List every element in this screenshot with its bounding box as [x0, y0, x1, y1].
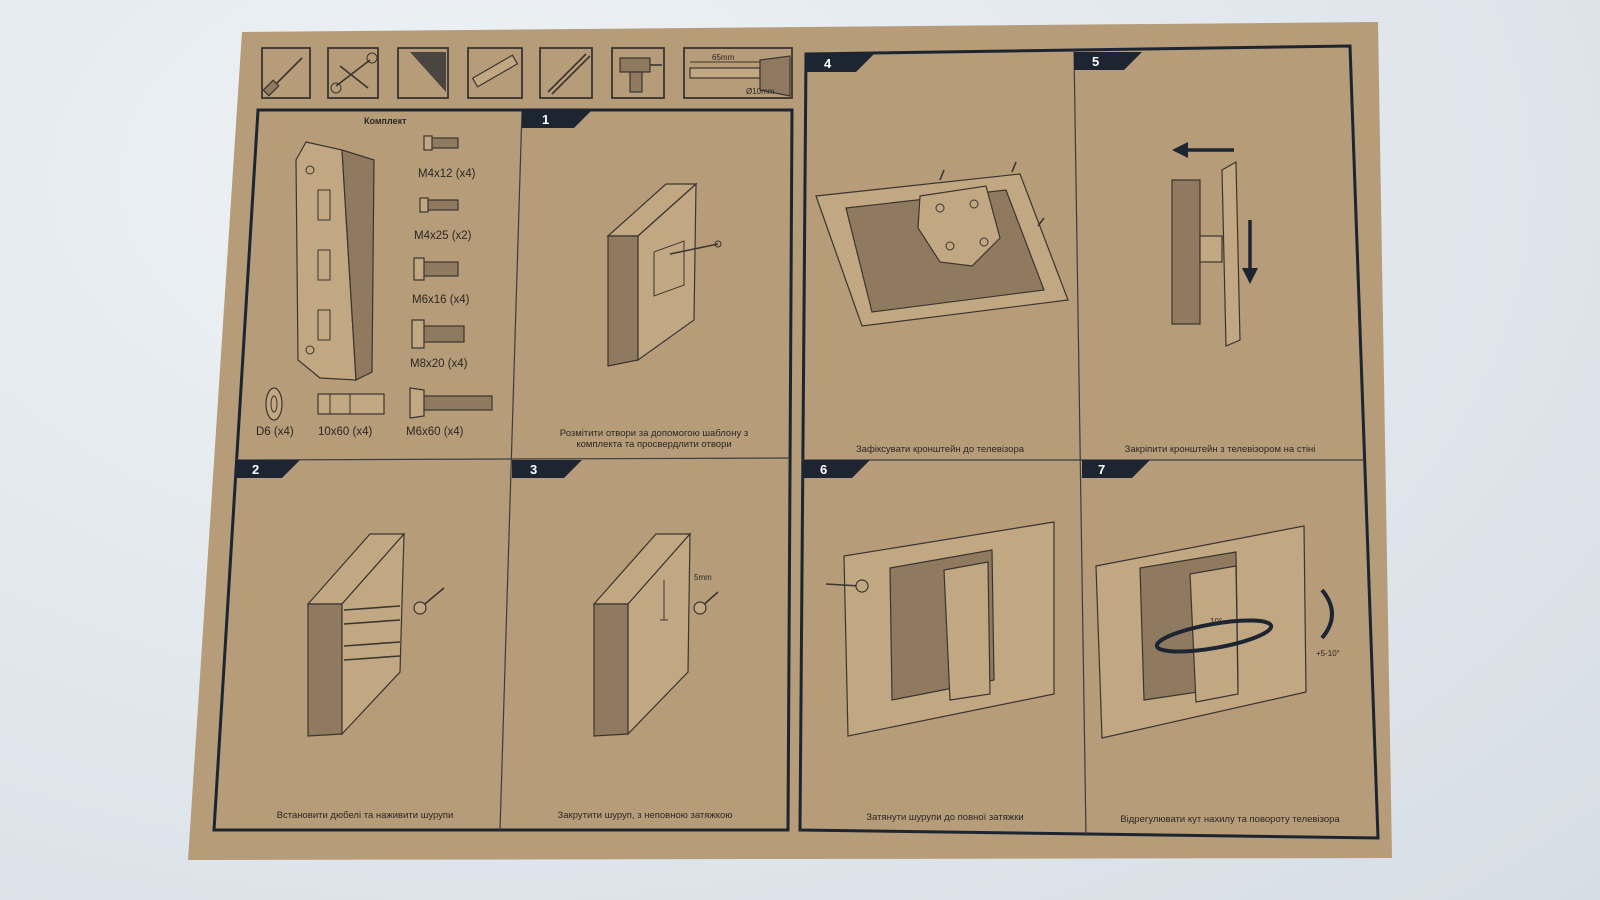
- step-3-caption: Закрутити шуруп, з неповною затяжкою: [557, 810, 733, 821]
- part-label-d6: D6 (x4): [256, 426, 294, 438]
- step-7-number: 7: [1098, 462, 1105, 477]
- screwdriver-icon: [261, 47, 311, 99]
- swivel-label: 10°: [1210, 617, 1222, 626]
- tools-row: 65mm Ø10mm: [261, 47, 793, 99]
- bit-length-label: 65mm: [712, 53, 735, 62]
- step-2-number: 2: [252, 462, 259, 477]
- part-label-m4x25: M4x25 (x2): [414, 230, 472, 242]
- kit-title: Комплект: [364, 116, 407, 126]
- step-3-illustration: 5mm: [592, 532, 719, 737]
- step-3-number: 3: [530, 462, 537, 477]
- step-1-number: 1: [542, 112, 549, 127]
- part-label-m6x60: M6x60 (x4): [406, 426, 464, 438]
- step-2-illustration: [306, 532, 445, 737]
- step-4-caption: Зафіксувати кронштейн до телевізора: [855, 444, 1025, 455]
- drill-bit-icon: 65mm Ø10mm: [683, 47, 793, 99]
- tilt-label: +5-10°: [1316, 649, 1340, 658]
- step-tab-5: 5: [1074, 52, 1142, 70]
- step-tab-7: 7: [1082, 460, 1150, 478]
- step-6-caption: Затянути шурупи до повної затяжки: [866, 812, 1024, 823]
- part-label-m4x12: M4x12 (x4): [418, 168, 476, 180]
- bit-diameter-label: Ø10mm: [746, 87, 775, 96]
- step-6-illustration: [825, 521, 1055, 737]
- drill-icon: [611, 47, 665, 99]
- step-5-illustration: [1171, 142, 1258, 347]
- step-7-illustration: 10° +5-10°: [1095, 525, 1340, 739]
- step-1-caption: Розмітити отвори за допомогою шаблону з …: [559, 428, 749, 450]
- part-label-m6x16: M6x16 (x4): [412, 294, 470, 306]
- step-4-illustration: [815, 161, 1069, 327]
- kit-bracket-illustration: [295, 141, 375, 381]
- step-tab-2: 2: [236, 460, 300, 478]
- step-5-caption: Закріпити кронштейн з телевізором на сті…: [1124, 444, 1316, 455]
- right-panel-frame: [798, 44, 1380, 840]
- left-panel-frame: [212, 108, 794, 832]
- step-4-number: 4: [824, 56, 832, 71]
- step-7-caption: Відрегулювати кут нахилу та повороту тел…: [1120, 814, 1340, 825]
- kit-screws: [265, 135, 493, 421]
- step-2-caption: Встановити дюбелі та наживити шурупи: [276, 810, 454, 821]
- step-1-illustration: [606, 182, 722, 367]
- part-label-m8x20: M8x20 (x4): [410, 358, 468, 370]
- part-label-10x60: 10x60 (x4): [318, 426, 373, 438]
- step-5-number: 5: [1092, 54, 1099, 69]
- level-icon: [397, 47, 449, 99]
- step-tab-4: 4: [806, 54, 874, 72]
- step-6-number: 6: [820, 462, 827, 477]
- pencil-icon: [539, 47, 593, 99]
- step-tab-3: 3: [512, 460, 582, 478]
- step-tab-6: 6: [804, 460, 870, 478]
- spirit-level-icon: [467, 47, 523, 99]
- step-tab-1: 1: [522, 110, 592, 128]
- wrench-icon: [327, 47, 379, 99]
- gap-label: 5mm: [694, 573, 712, 582]
